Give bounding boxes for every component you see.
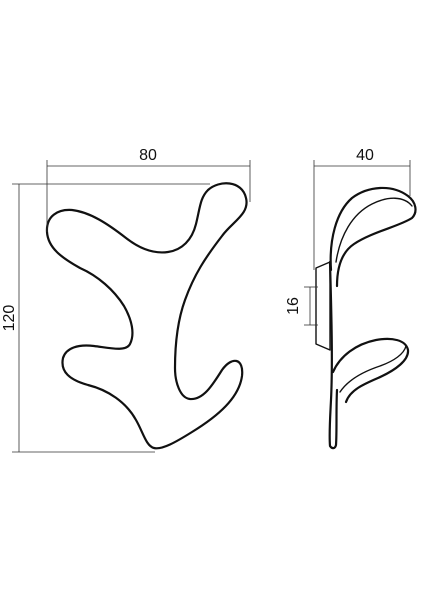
depth-label: 40 bbox=[356, 147, 374, 164]
height-label: 120 bbox=[1, 305, 18, 332]
side-view: 40 16 bbox=[285, 147, 417, 450]
hook-front-outline bbox=[45, 182, 248, 450]
hook-side-lower-arm bbox=[331, 337, 410, 404]
mount-plate bbox=[315, 261, 331, 351]
hook-side-lower-arm-inner bbox=[339, 345, 407, 393]
hook-side-upper-arm-inner bbox=[335, 197, 413, 263]
hook-side-upper-arm bbox=[329, 186, 417, 288]
width-label: 80 bbox=[139, 147, 157, 164]
spacing-label: 16 bbox=[285, 297, 302, 315]
hook-side-stem bbox=[328, 260, 339, 450]
front-view: 80 120 bbox=[1, 147, 251, 453]
